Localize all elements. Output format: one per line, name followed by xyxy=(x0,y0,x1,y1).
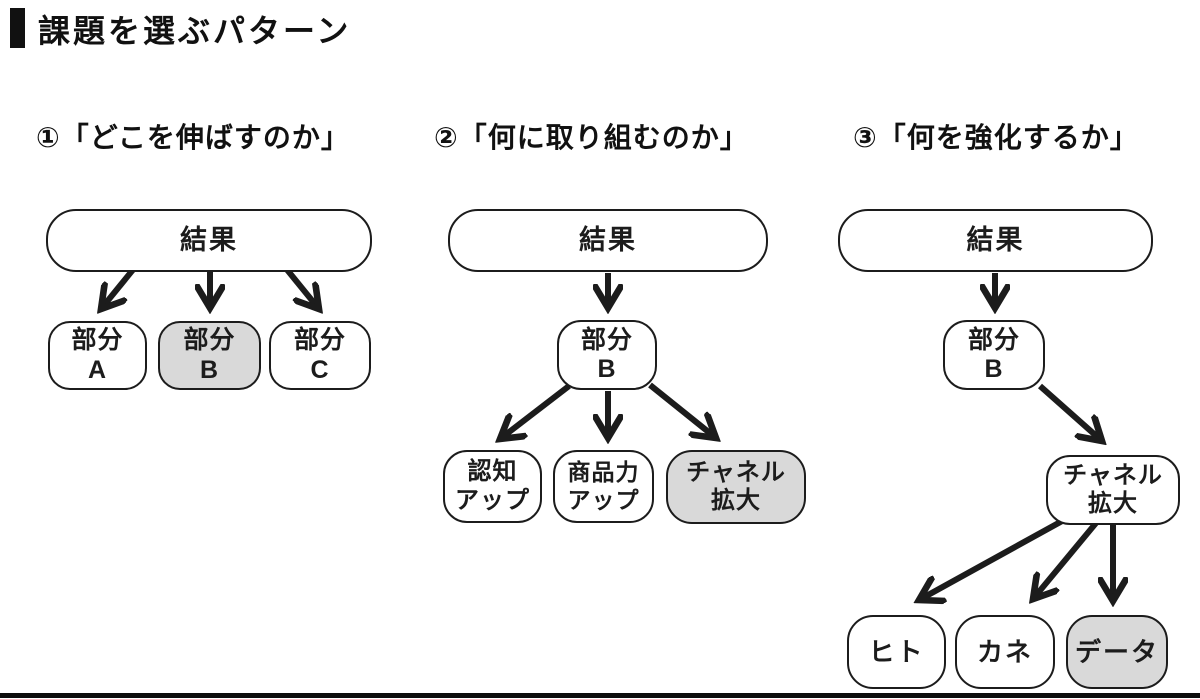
d3-result-box: 結果 xyxy=(838,209,1153,272)
arrow-d3-channel-to-kane xyxy=(1033,521,1099,599)
arrow-d1-result-to-partA xyxy=(101,264,139,309)
d1-partC-box: 部分 C xyxy=(269,321,371,390)
d3-hito-label: ヒト xyxy=(868,636,925,667)
d3-data-label: データ xyxy=(1074,636,1159,667)
d1-result-label: 結果 xyxy=(180,224,238,255)
d3-kane-label: カネ xyxy=(976,636,1033,667)
d3-partB-box: 部分 B xyxy=(943,320,1045,390)
title-accent-bar xyxy=(10,8,25,48)
d1-partC-line2: C xyxy=(310,355,330,384)
d2-ninchi-box: 認知 アップ xyxy=(443,450,542,523)
d1-partB-line2: B xyxy=(199,355,220,384)
arrow-d2-partB-to-channel xyxy=(648,382,716,438)
d3-hito-box: ヒト xyxy=(847,615,946,689)
d1-partA-box: 部分 A xyxy=(48,321,147,390)
arrow-d1-result-to-partC xyxy=(281,264,319,309)
d2-partB-line1: 部分 xyxy=(580,325,633,354)
d1-partA-line1: 部分 xyxy=(71,326,124,354)
d3-result-label: 結果 xyxy=(966,224,1025,255)
d1-partB-line1: 部分 xyxy=(183,326,236,354)
d3-kane-box: カネ xyxy=(955,615,1055,689)
d1-result-box: 結果 xyxy=(46,209,372,272)
pattern2-heading: ②「何に取り組むのか」 xyxy=(434,122,749,153)
d3-data-box: データ xyxy=(1066,615,1168,689)
d2-result-label: 結果 xyxy=(579,224,637,255)
arrow-d3-channel-to-hito xyxy=(919,517,1066,600)
d2-channel-box: チャネル 拡大 xyxy=(666,450,806,524)
d2-ninchi-line1: 認知 xyxy=(467,458,518,486)
d2-partB-box: 部分 B xyxy=(557,320,657,390)
pattern3-heading: ③「何を強化するか」 xyxy=(853,122,1139,153)
d1-partC-line1: 部分 xyxy=(293,326,346,354)
d1-partA-line2: A xyxy=(87,355,108,384)
arrow-d3-partB-to-channel xyxy=(1038,383,1102,441)
arrow-d2-partB-to-ninchi xyxy=(500,383,571,439)
d3-partB-line1: 部分 xyxy=(967,325,1020,354)
d2-result-box: 結果 xyxy=(448,209,768,272)
d2-partB-line2: B xyxy=(597,355,617,383)
d2-channel-line2: 拡大 xyxy=(711,487,761,514)
d1-partB-box: 部分 B xyxy=(158,321,261,390)
d2-ninchi-line2: アップ xyxy=(455,486,530,514)
pattern1-heading: ①「どこを伸ばすのか」 xyxy=(36,122,350,153)
d3-partB-line2: B xyxy=(984,355,1004,383)
d3-channel-line1: チャネル xyxy=(1063,461,1163,489)
d3-channel-box: チャネル 拡大 xyxy=(1046,455,1180,525)
d2-shouhin-line1: 商品力 xyxy=(567,459,640,486)
d2-channel-line1: チャネル xyxy=(686,458,786,486)
d2-shouhin-box: 商品力 アップ xyxy=(553,450,654,523)
page-title: 課題を選ぶパターン xyxy=(38,13,352,49)
d3-channel-line2: 拡大 xyxy=(1088,490,1138,517)
bottom-page-rule xyxy=(0,693,1200,698)
d2-shouhin-line2: アップ xyxy=(567,486,640,513)
